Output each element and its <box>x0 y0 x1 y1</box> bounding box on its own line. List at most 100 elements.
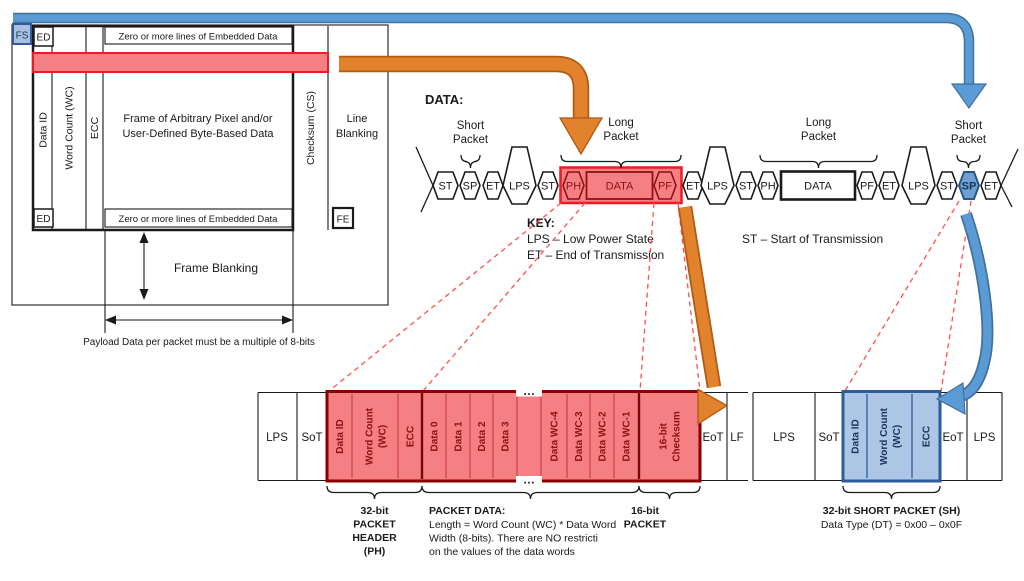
checksum-column-label: Checksum (CS) <box>305 91 317 165</box>
sp-cell-ecc: ECC <box>922 426 933 447</box>
dashed-line-ph-right <box>422 202 586 392</box>
key-et: ET – End of Transmission <box>527 248 664 262</box>
ed-top-label: ED <box>37 33 51 44</box>
token-et-3 <box>878 171 900 200</box>
token-st-3-label: ST <box>739 181 753 193</box>
packet-data-title: PACKET DATA: <box>429 505 505 517</box>
token-lps-1-label: LPS <box>509 181 530 193</box>
lp-cell-data-wc3: Data WC-3 <box>574 411 585 461</box>
token-ph-2-label: PH <box>760 181 775 193</box>
frame-blanking-arrowhead-down <box>139 289 149 300</box>
token-data-1 <box>585 171 654 200</box>
long-packet-2-label-line2: Packet <box>801 131 837 143</box>
sp-cell-word-count-line1: Word Count <box>879 407 890 465</box>
lp-cell-ecc: ECC <box>406 426 417 447</box>
dashed-line-ph-left <box>328 202 562 392</box>
sp-lps-left-label: LPS <box>773 432 795 444</box>
token-sp-1 <box>459 171 481 200</box>
lp-lps-left-label: LPS <box>266 432 288 444</box>
lp-cell-data0: Data 0 <box>430 421 441 451</box>
payload-note: Payload Data per packet must be a multip… <box>83 337 315 348</box>
fe-label: FE <box>337 215 350 226</box>
data-id-column-label: Data ID <box>38 112 50 148</box>
highlighted-line-row <box>32 52 329 73</box>
long-packet-1-label-line2: Packet <box>603 131 639 143</box>
token-et-3-label: ET <box>882 181 896 193</box>
short-packet-blue-block <box>841 390 942 483</box>
token-data-1-label: DATA <box>606 181 634 193</box>
line-blanking-label-line2: Blanking <box>336 128 378 140</box>
route-arrows <box>13 12 994 426</box>
lp-sot-label: SoT <box>301 432 322 444</box>
fs-label: FS <box>16 31 29 42</box>
lp-cell-data-wc4: Data WC-4 <box>550 411 561 461</box>
long-packet-1-brace <box>560 154 682 169</box>
lp-lps-right-label: LF <box>730 432 743 444</box>
lp-cell-word-count-line1: Word Count <box>365 407 376 465</box>
short-packet-1-label-line2: Packet <box>453 134 489 146</box>
frame-main-label-line1: Frame of Arbitrary Pixel and/or <box>123 113 273 125</box>
blue-arrow-sp-to-short-packet <box>956 212 992 402</box>
trail-line-lower <box>1000 185 1013 208</box>
short-packet-detail: LPS SoT EoT LPS Data ID Word Count (WC) … <box>752 390 1003 531</box>
lead-line-lower <box>420 185 434 213</box>
frame-blanking-label: Frame Blanking <box>174 261 258 275</box>
orange-arrowhead-diagonal <box>697 388 729 426</box>
long-packet-detail: LPS SoT EoT LF … … Data ID Word Count (W… <box>257 384 748 558</box>
sp-cell-word-count-line2: (WC) <box>892 425 903 448</box>
lp-cell-checksum-line2: Checksum <box>672 411 683 462</box>
token-et-4-label: ET <box>984 181 998 193</box>
gap-ellipsis-bottom: … <box>523 473 535 487</box>
frame-start-marker: FS <box>12 23 32 45</box>
ecc-column-label: ECC <box>89 116 101 139</box>
token-data-2 <box>779 170 857 201</box>
token-st-2 <box>537 171 559 200</box>
token-ph-1-label: PH <box>566 181 581 193</box>
long-packet-2-brace <box>759 154 878 169</box>
pf-label-line1: 16-bit <box>631 505 660 517</box>
token-et-1-label: ET <box>486 181 500 193</box>
embedded-data-bottom-label: Zero or more lines of Embedded Data <box>119 214 279 225</box>
token-st-2-label: ST <box>541 181 555 193</box>
short-packet-2-brace <box>956 154 981 169</box>
key-lps: LPS – Low Power State <box>527 232 654 246</box>
payload-arrowhead-right <box>282 315 293 325</box>
lp-cell-checksum-line1: 16-bit <box>659 422 670 449</box>
token-lps-3-label: LPS <box>908 181 929 193</box>
short-packet-label-line1: 32-bit SHORT PACKET (SH) <box>823 505 960 517</box>
token-pf-2 <box>856 171 878 200</box>
token-st-1-label: ST <box>438 181 452 193</box>
lp-cell-data2: Data 2 <box>477 421 488 451</box>
short-packet-2-label-line1: Short <box>955 120 983 132</box>
sp-eot-label: EoT <box>942 432 963 444</box>
token-pf-1 <box>653 171 677 200</box>
token-lps-1 <box>502 146 537 205</box>
line-blanking-label-line1: Line <box>347 113 368 125</box>
short-packet-brace <box>842 485 941 500</box>
expansion-dashed-lines <box>328 200 972 392</box>
packet-header-brace <box>326 485 423 500</box>
gap-break-top <box>516 387 542 397</box>
token-pf-2-label: PF <box>860 181 874 193</box>
short-packet-1-brace <box>460 154 481 169</box>
lp-cell-data1: Data 1 <box>454 421 465 451</box>
sp-cell-data-id: Data ID <box>851 419 862 453</box>
long-packet-1-label-line1: Long <box>608 117 634 129</box>
ph-label-line1: 32-bit <box>360 505 389 517</box>
token-sp-1-label: SP <box>463 181 478 193</box>
fe-box <box>331 206 355 230</box>
ed-bottom-label: ED <box>37 214 51 225</box>
lp-cell-word-count-line2: (WC) <box>378 425 389 448</box>
key-title: KEY: <box>527 216 555 230</box>
embedded-data-bottom-box <box>104 208 293 228</box>
blue-arrowhead-down <box>950 83 988 110</box>
data-waveform: DATA: ST SP ET LPS ST PH DAT <box>415 92 1019 262</box>
ph-label-line4: (PH) <box>364 546 386 558</box>
trail-line-upper <box>1000 148 1019 186</box>
embedded-data-top-label: Zero or more lines of Embedded Data <box>119 32 279 43</box>
waveform-title: DATA: <box>425 92 464 107</box>
blue-arrow-frame-to-sp <box>13 14 973 88</box>
frame-structure: Zero or more lines of Embedded Data Zero… <box>11 24 389 348</box>
